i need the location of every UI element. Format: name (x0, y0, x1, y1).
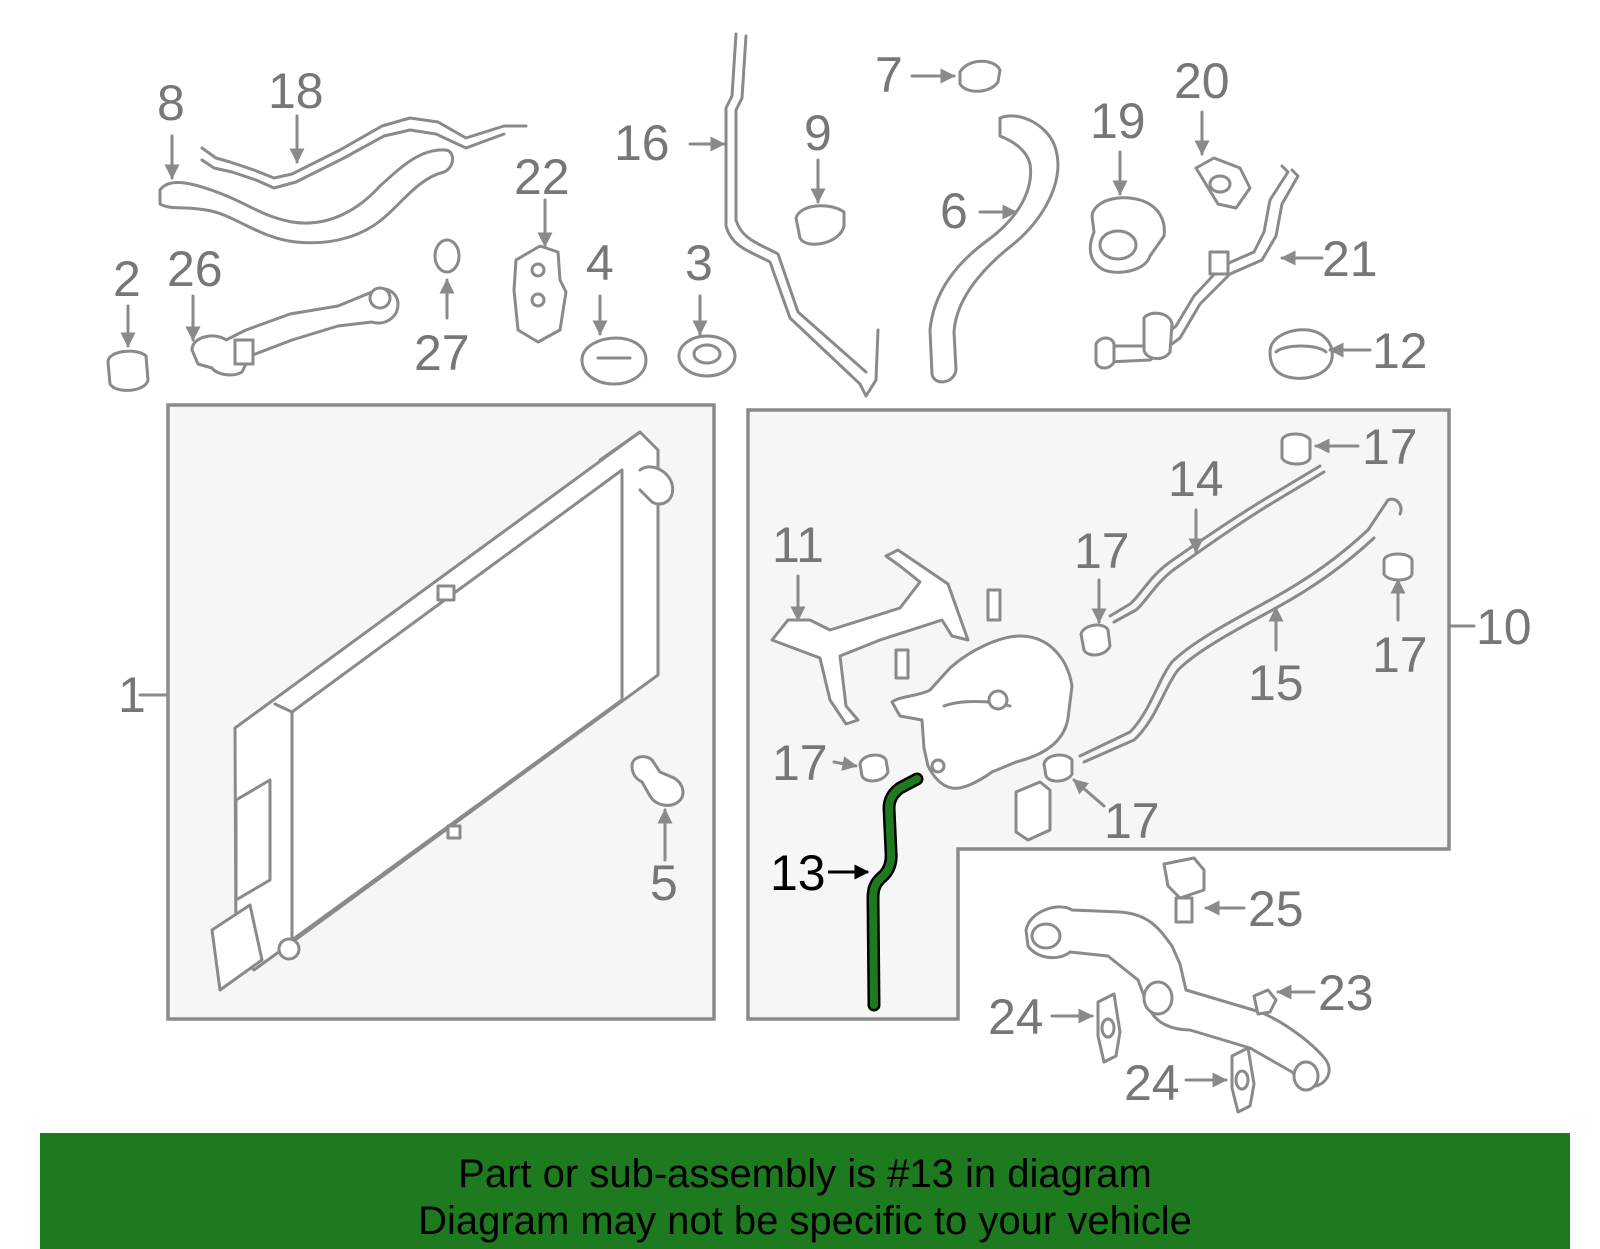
cap-part-12[interactable] (1268, 328, 1334, 380)
callout-25: 25 (1248, 881, 1304, 937)
callout-22: 22 (514, 149, 570, 205)
callout-labels: 8 18 2 26 27 22 4 3 16 9 7 6 19 20 21 12… (113, 47, 1532, 1111)
thermostat-housing-part-26[interactable] (190, 286, 400, 377)
clamp-part-17a[interactable] (1280, 432, 1312, 466)
gasket-part-20[interactable] (1194, 156, 1252, 210)
sensor-connector[interactable] (1014, 780, 1052, 842)
thermostat-part-19[interactable] (1088, 196, 1166, 274)
leader-lines (120, 68, 1476, 1088)
callout-17-right: 17 (1372, 627, 1428, 683)
coolant-reservoir[interactable] (890, 634, 1074, 790)
gasket-part-22[interactable] (512, 244, 568, 344)
callout-6: 6 (940, 183, 968, 239)
drain-plug-part-5[interactable] (630, 755, 685, 807)
callout-4: 4 (586, 235, 614, 291)
reservoir-group-box (746, 408, 1451, 1021)
clamp-part-17d[interactable] (858, 753, 890, 783)
gasket-part-24b[interactable] (1230, 1046, 1256, 1114)
hose-part-13-highlighted[interactable] (866, 772, 924, 1012)
banner-line-2: Diagram may not be specific to your vehi… (418, 1199, 1192, 1243)
tube-part-16[interactable] (724, 32, 880, 398)
lower-hose-part-6[interactable] (928, 114, 1060, 384)
clamp-part-17e[interactable] (1042, 753, 1074, 783)
callout-27: 27 (414, 325, 470, 381)
callout-26: 26 (167, 241, 223, 297)
callout-17-top: 17 (1362, 419, 1418, 475)
callout-5: 5 (650, 855, 678, 911)
callout-23: 23 (1318, 965, 1374, 1021)
callout-24-bottom: 24 (1124, 1055, 1180, 1111)
banner-line-1: Part or sub-assembly is #13 in diagram (458, 1152, 1152, 1196)
callout-17-left: 17 (772, 735, 828, 791)
upper-hose-part-8[interactable] (158, 148, 454, 245)
callout-20: 20 (1174, 53, 1230, 109)
callout-12: 12 (1372, 323, 1428, 379)
callout-8: 8 (157, 75, 185, 131)
o-ring-part-27[interactable] (433, 238, 461, 274)
hose-part-18[interactable] (200, 116, 528, 190)
radiator-part[interactable] (210, 430, 675, 992)
callout-9: 9 (804, 105, 832, 161)
callout-3: 3 (685, 235, 713, 291)
callout-11: 11 (772, 517, 824, 573)
hose-part-14[interactable] (1108, 464, 1326, 624)
hose-clamp-part-2[interactable] (106, 349, 150, 392)
clamp-part-17c[interactable] (1382, 552, 1414, 582)
callout-10: 10 (1476, 599, 1532, 655)
radiator-cap-part-4[interactable] (580, 336, 648, 386)
callout-17-mid: 17 (1074, 523, 1130, 579)
sensor-part-25[interactable] (1162, 856, 1206, 924)
callout-21: 21 (1322, 231, 1378, 287)
highlight-notice-banner: Part or sub-assembly is #13 in diagram D… (40, 1133, 1570, 1249)
cap-seal-part-3[interactable] (677, 334, 737, 378)
hose-part-15[interactable] (1078, 497, 1403, 764)
callout-13: 13 (770, 845, 826, 901)
water-pipe-part-21[interactable] (1094, 164, 1300, 370)
callout-18: 18 (268, 63, 324, 119)
bracket-part-11[interactable] (770, 548, 1002, 726)
callout-1: 1 (118, 667, 146, 723)
callout-24-top: 24 (988, 989, 1044, 1045)
callout-14: 14 (1168, 451, 1224, 507)
clamp-part-17b[interactable] (1079, 623, 1112, 657)
callout-17-bottom: 17 (1104, 793, 1160, 849)
callout-16: 16 (614, 115, 670, 171)
water-outlet-pipe[interactable] (1024, 905, 1331, 1092)
clamp-part-9[interactable] (794, 204, 846, 246)
callout-15: 15 (1248, 655, 1304, 711)
gasket-part-24a[interactable] (1096, 992, 1122, 1064)
callout-19: 19 (1090, 93, 1146, 149)
callout-7: 7 (875, 47, 903, 103)
clamp-part-7[interactable] (958, 59, 1002, 93)
callout-2: 2 (113, 251, 141, 307)
